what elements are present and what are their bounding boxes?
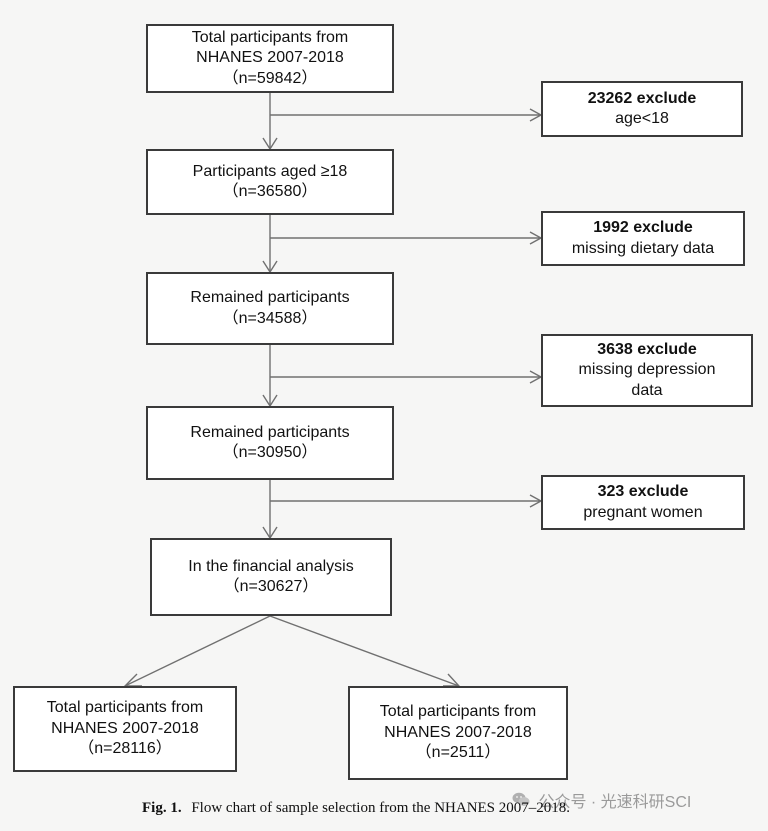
box-count: （n=36580） bbox=[222, 183, 318, 200]
arrowhead bbox=[529, 231, 543, 245]
box-count: （n=30627） bbox=[223, 578, 319, 595]
box-count: （n=28116） bbox=[78, 740, 172, 758]
figure-label: Fig. 1. bbox=[142, 800, 182, 816]
box-count: （n=34588） bbox=[222, 309, 318, 327]
exclusion-reason: age<18 bbox=[615, 110, 669, 127]
arrowhead bbox=[262, 394, 278, 408]
exclusion-count: 23262 exclude bbox=[587, 89, 697, 107]
box-exclusion-dietary: 1992 exclude missing dietary data bbox=[541, 211, 745, 266]
box-count: （n=2511） bbox=[415, 744, 501, 762]
figure-caption-text: Flow chart of sample selection from the … bbox=[191, 800, 571, 816]
arrowhead bbox=[443, 673, 461, 687]
wechat-icon bbox=[512, 792, 530, 812]
box-text-line: Total participants from bbox=[46, 699, 204, 717]
arrow-split-left bbox=[124, 615, 271, 687]
box-text-line: Remained participants bbox=[190, 289, 350, 307]
watermark: 公众号 · 光速科研SCI bbox=[512, 788, 691, 812]
figure-caption: Fig. 1. Flow chart of sample selection f… bbox=[142, 800, 570, 817]
box-text-line: Total participants from bbox=[379, 703, 537, 721]
box-exclusion-pregnant: 323 exclude pregnant women bbox=[541, 475, 745, 530]
box-count: （n=30950） bbox=[222, 444, 318, 461]
box-total-participants-start: Total participants from NHANES 2007-2018… bbox=[146, 24, 394, 93]
box-participants-aged-18: Participants aged ≥18 （n=36580） bbox=[146, 149, 394, 215]
box-text-line: NHANES 2007-2018 bbox=[196, 49, 344, 67]
box-text-line: Remained participants bbox=[190, 423, 350, 441]
box-total-participants-left: Total participants from NHANES 2007-2018… bbox=[13, 686, 237, 772]
arrow-split-right bbox=[269, 615, 460, 687]
box-text-line: Participants aged ≥18 bbox=[192, 162, 348, 180]
exclusion-reason: missing depression bbox=[578, 361, 716, 379]
box-text-line: In the financial analysis bbox=[188, 557, 354, 575]
box-remained-participants-2: Remained participants （n=30950） bbox=[146, 406, 394, 480]
arrowhead bbox=[123, 673, 142, 687]
box-financial-analysis: In the financial analysis （n=30627） bbox=[150, 538, 392, 616]
box-text-line: Total participants from bbox=[191, 28, 349, 46]
exclusion-count: 1992 exclude bbox=[593, 219, 693, 237]
arrowhead bbox=[262, 260, 278, 274]
exclusion-reason: data bbox=[631, 381, 663, 399]
box-count: （n=59842） bbox=[222, 69, 318, 87]
arrowhead bbox=[262, 526, 278, 540]
box-remained-participants-1: Remained participants （n=34588） bbox=[146, 272, 394, 345]
exclusion-count: 3638 exclude bbox=[597, 340, 697, 358]
box-text-line: NHANES 2007-2018 bbox=[51, 719, 199, 737]
arrowhead bbox=[529, 108, 543, 122]
exclusion-count: 323 exclude bbox=[597, 483, 689, 501]
exclusion-reason: pregnant women bbox=[583, 503, 703, 521]
arrowhead bbox=[529, 494, 543, 508]
exclusion-reason: missing dietary data bbox=[571, 239, 715, 257]
box-total-participants-right: Total participants from NHANES 2007-2018… bbox=[348, 686, 568, 780]
watermark-text: 公众号 · 光速科研SCI bbox=[538, 794, 692, 811]
box-exclusion-age: 23262 exclude age<18 bbox=[541, 81, 743, 137]
arrowhead bbox=[262, 137, 278, 151]
box-text-line: NHANES 2007-2018 bbox=[384, 723, 532, 741]
arrowhead bbox=[529, 370, 543, 384]
box-exclusion-depression: 3638 exclude missing depression data bbox=[541, 334, 753, 407]
